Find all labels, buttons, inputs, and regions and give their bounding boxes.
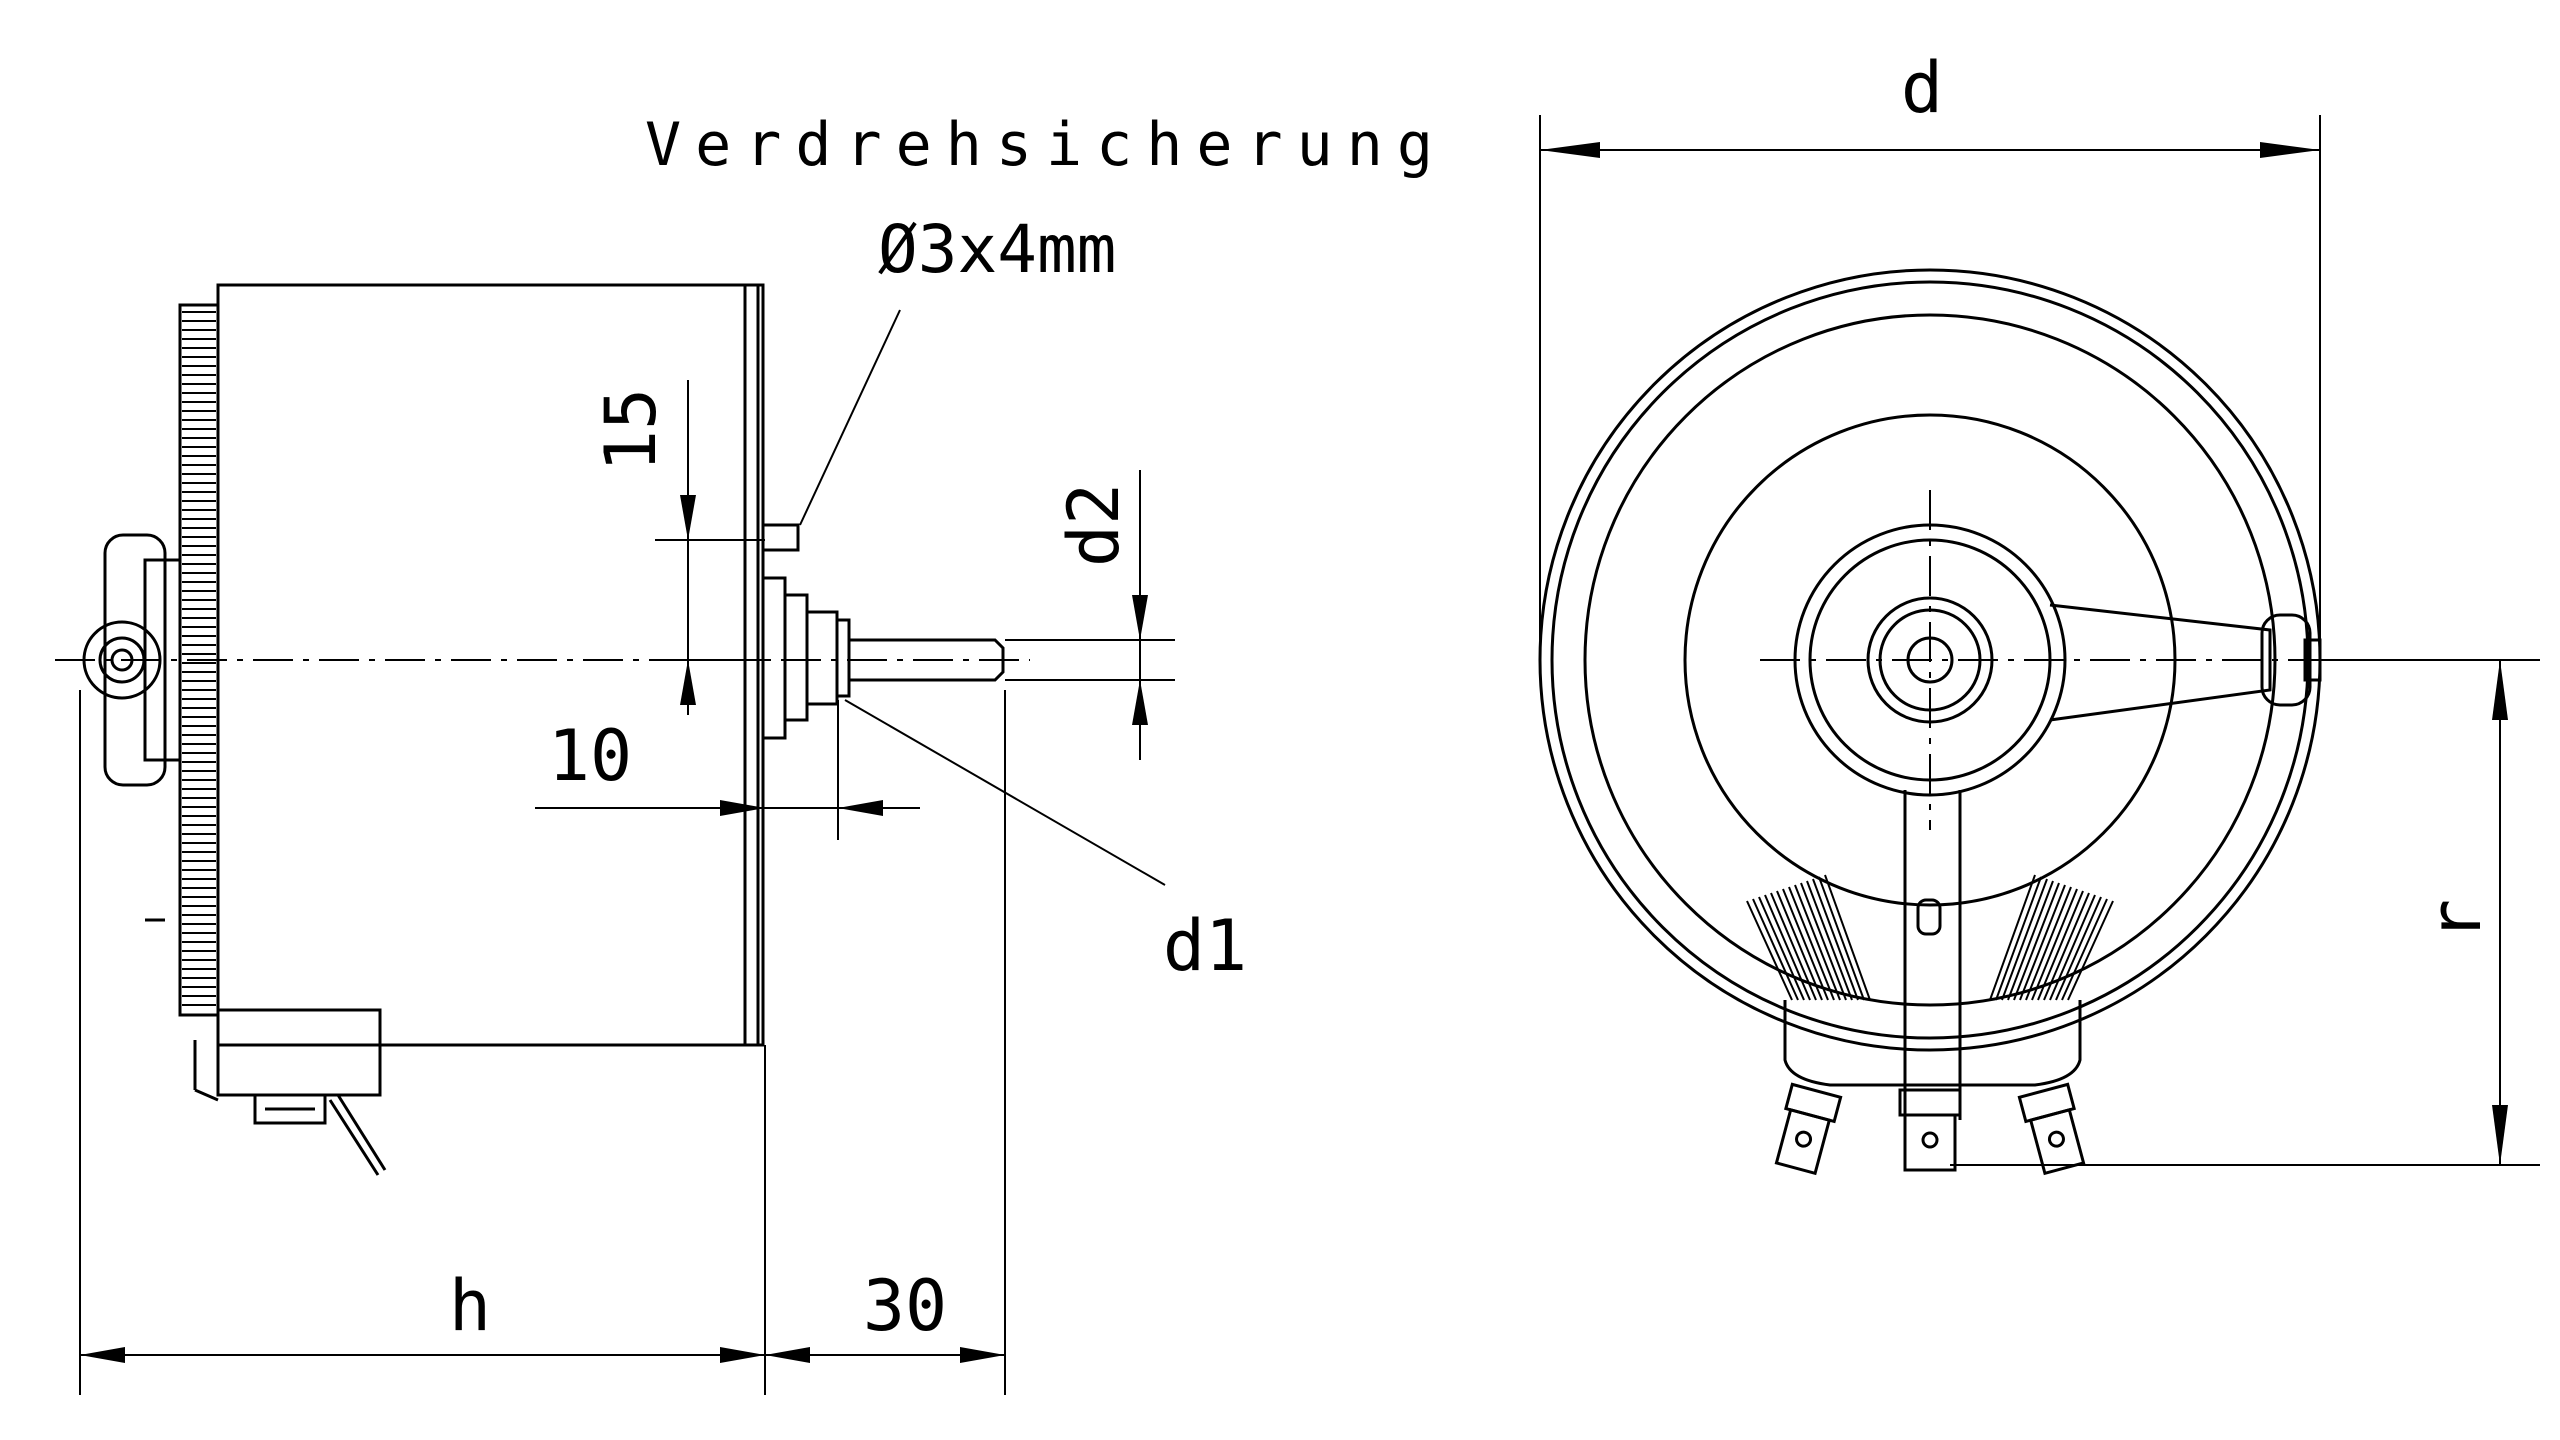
winding-line <box>1788 886 1835 1001</box>
winding-line <box>1776 890 1823 1001</box>
knurl-lines <box>182 311 216 1006</box>
winding-line <box>2019 884 2066 1001</box>
dimension-10: 10 <box>548 715 632 797</box>
winding-line <box>2037 890 2084 1001</box>
winding-line <box>2013 882 2060 1001</box>
terminals <box>1774 1082 2086 1176</box>
winding-line <box>2067 900 2114 1001</box>
body-rim <box>743 283 765 1047</box>
winding-line <box>2043 892 2090 1001</box>
dimension-r: r <box>2415 899 2497 941</box>
winding-line <box>1995 876 2042 1001</box>
terminal-block-side <box>193 1008 387 1176</box>
winding-line <box>1824 874 1871 1001</box>
winding-line <box>1758 896 1805 1001</box>
winding-line <box>1794 884 1841 1001</box>
windings-left <box>1746 874 1871 1001</box>
winding-line <box>2007 880 2054 1001</box>
winding-line <box>1752 898 1799 1001</box>
winding-line <box>1800 882 1847 1001</box>
shaft <box>847 638 1005 682</box>
dimension-d: d <box>1901 47 1943 129</box>
winding-line <box>1764 894 1811 1001</box>
winding-line <box>1782 888 1829 1001</box>
winding-line <box>1770 892 1817 1001</box>
winding-line <box>1746 900 1793 1001</box>
anti-rotation-pin <box>761 523 800 552</box>
annotation-title: Verdrehsicherung <box>645 110 1447 180</box>
winding-line <box>2055 896 2102 1001</box>
winding-line <box>2001 878 2048 1001</box>
dimension-d2: d2 <box>1053 483 1135 567</box>
dimension-d1: d1 <box>1163 905 1247 987</box>
side-view <box>55 283 1166 1176</box>
dimension-h: h <box>449 1265 491 1347</box>
front-view <box>1538 268 2340 1176</box>
winding-line <box>1806 880 1853 1001</box>
winding-line <box>2049 894 2096 1001</box>
winding-line <box>2025 886 2072 1001</box>
winding-line <box>1812 878 1859 1001</box>
winding-line <box>2061 898 2108 1001</box>
winding-line <box>1989 874 2036 1001</box>
dimension-15: 15 <box>590 388 672 472</box>
dimension-30: 30 <box>863 1265 947 1347</box>
body-housing <box>216 283 760 1047</box>
wiper-arm <box>2049 603 2272 722</box>
wiper-strip <box>1903 790 1962 1120</box>
winding-line <box>2031 888 2078 1001</box>
windings-right <box>1989 874 2114 1001</box>
winding-line <box>1818 876 1865 1001</box>
bushing <box>761 576 851 740</box>
annotation-spec: Ø3x4mm <box>878 211 1116 288</box>
side-dimensions <box>79 380 1175 1395</box>
front-dimensions <box>1539 115 2540 1166</box>
